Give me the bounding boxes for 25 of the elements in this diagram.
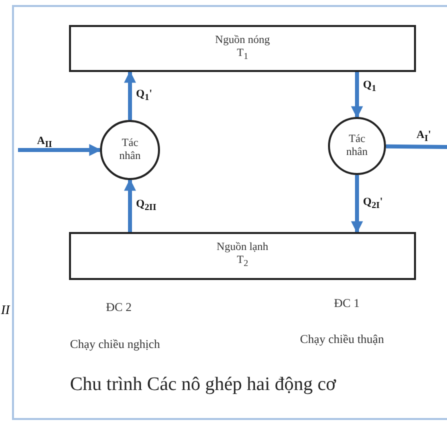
node-label: Tác nhân [118, 137, 142, 163]
arrow [124, 70, 136, 120]
edge-label: Q$_{1}$' [136, 88, 152, 102]
node-label: Nguồn nóng [215, 34, 270, 47]
node-label: Tác nhân [345, 133, 369, 159]
edge-label: Q$_{2II}$ [136, 198, 156, 212]
arrow [351, 175, 363, 234]
edge-label: Q$_{1}$ [363, 78, 376, 93]
mode-label: Chạy chiều nghịch [70, 337, 160, 352]
arrow [18, 144, 102, 156]
edge-label: Q$_{2I}$' [363, 196, 383, 210]
caption: Chu trình Các nô ghép hai động cơ [70, 374, 336, 396]
node-label: Nguồn lạnh [216, 241, 268, 254]
edge-label: A$_{I}$' [416, 128, 432, 143]
heat-reservoir-box [69, 25, 416, 72]
engine-label: ĐC 1 [334, 296, 360, 311]
heat-reservoir-box [69, 232, 416, 280]
temperature-label: T$_{2}$ [236, 254, 248, 271]
side-label: II [1, 302, 10, 318]
arrow [124, 178, 136, 232]
edge-label: A$_{II}$ [37, 135, 52, 150]
mode-label: Chạy chiều thuận [300, 332, 384, 347]
temperature-label: T$_{1}$ [236, 46, 248, 64]
engine-label: ĐC 2 [106, 300, 132, 315]
arrow [351, 72, 363, 118]
